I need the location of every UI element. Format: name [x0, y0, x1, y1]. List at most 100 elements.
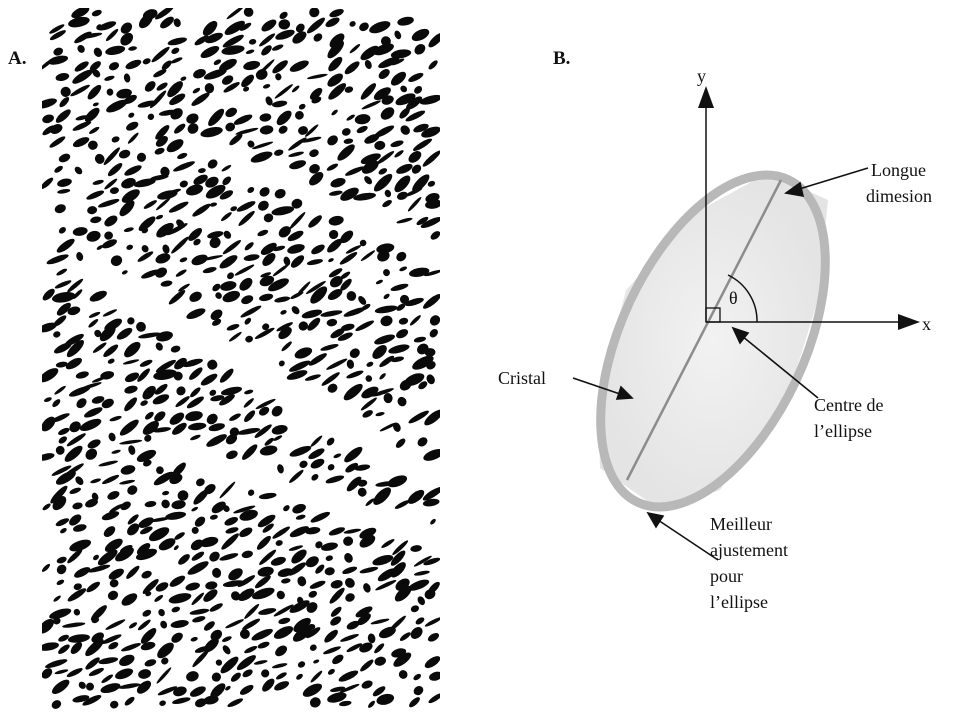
grain [214, 291, 223, 300]
grain [225, 618, 245, 630]
grain [222, 229, 233, 240]
grain [374, 304, 398, 315]
grain [221, 164, 232, 173]
grain [238, 683, 255, 697]
grain [344, 165, 365, 178]
grain [56, 578, 65, 586]
grain [378, 105, 396, 123]
grain [161, 244, 171, 255]
grain [55, 267, 67, 276]
grain [85, 580, 102, 594]
grain [374, 140, 386, 151]
grain [44, 657, 68, 669]
grain [54, 444, 66, 456]
grain [310, 243, 327, 257]
grain [72, 135, 91, 149]
grain [354, 319, 375, 333]
grain [328, 215, 345, 227]
grain [407, 71, 425, 84]
grain [301, 681, 324, 700]
grain [310, 473, 320, 482]
grain [326, 162, 339, 172]
grain [364, 374, 373, 383]
grain [229, 671, 242, 684]
grain [230, 205, 238, 212]
grain [199, 371, 219, 387]
panel-a-label: A. [8, 48, 26, 70]
grain [179, 179, 189, 188]
grain [127, 112, 135, 119]
grain [226, 697, 244, 709]
grain [381, 199, 393, 209]
grain [55, 517, 71, 528]
grain [83, 105, 102, 124]
grain [114, 666, 135, 681]
grain [46, 252, 70, 266]
grain [106, 589, 120, 602]
grain [214, 658, 223, 667]
grain [337, 668, 359, 683]
grain [191, 202, 212, 219]
grain [91, 9, 103, 18]
grain [121, 339, 143, 360]
grain [259, 444, 278, 457]
grain [106, 88, 114, 96]
grain [258, 492, 276, 500]
grain [170, 46, 180, 55]
grain [137, 618, 152, 632]
grain [107, 358, 115, 365]
grain [57, 426, 70, 436]
grain [135, 678, 154, 696]
grain [100, 673, 114, 684]
grain [370, 618, 390, 626]
grain [349, 43, 361, 55]
grain [190, 550, 205, 562]
crystal-shape [598, 173, 828, 510]
grain [274, 73, 282, 82]
grain [309, 579, 327, 590]
grain [322, 628, 340, 645]
grain [228, 331, 243, 343]
grain [154, 341, 164, 352]
grain [75, 370, 90, 380]
grain [127, 132, 140, 145]
grain [305, 16, 327, 36]
grain [329, 176, 346, 189]
grain [117, 652, 136, 668]
grain [235, 653, 258, 673]
grain [286, 242, 306, 255]
grain [429, 229, 440, 241]
grain [308, 695, 322, 709]
x-axis-arrow [898, 314, 920, 330]
grain [245, 335, 254, 343]
grain [346, 113, 356, 121]
grain [123, 695, 136, 707]
grain [155, 214, 163, 220]
grain [339, 633, 359, 644]
grain [144, 500, 157, 508]
grain [271, 100, 287, 109]
grain [104, 75, 116, 82]
grain [120, 176, 138, 190]
grain [278, 10, 289, 20]
grain [50, 698, 63, 710]
grain [271, 424, 289, 437]
grain [380, 538, 395, 550]
crystal-label: Cristal [498, 368, 546, 388]
grain [73, 565, 92, 580]
grain [395, 327, 410, 340]
x-axis-label: x [922, 314, 931, 334]
grain [219, 552, 239, 563]
grain [382, 268, 391, 277]
grain [306, 213, 323, 229]
grain [259, 17, 278, 34]
grain [421, 149, 440, 169]
grain [125, 521, 142, 538]
grain [92, 46, 103, 58]
grain [408, 266, 430, 278]
grain [414, 616, 425, 626]
grain [72, 226, 88, 237]
grain [188, 684, 207, 699]
grain [426, 631, 440, 643]
grain [123, 371, 140, 385]
